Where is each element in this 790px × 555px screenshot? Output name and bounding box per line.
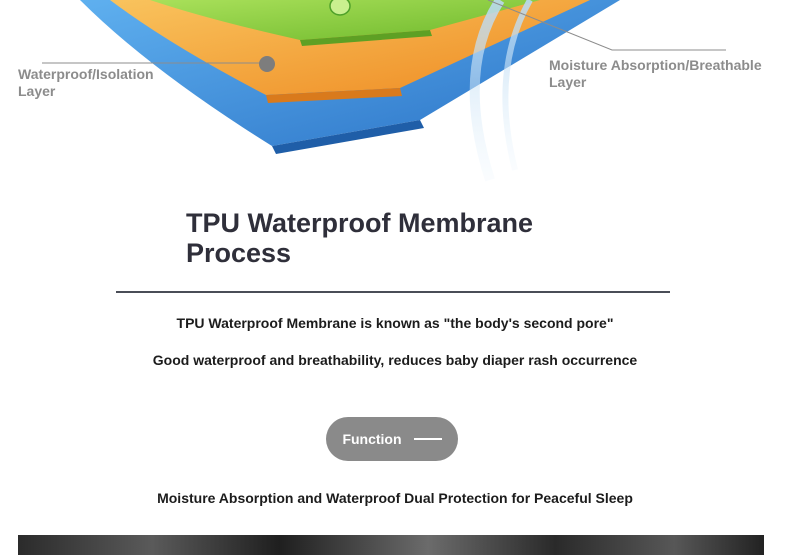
description-line-2: Good waterproof and breathability, reduc… xyxy=(152,352,638,368)
dash-icon xyxy=(413,438,442,440)
orange-layer xyxy=(110,0,590,95)
waterproof-layer-label: Waterproof/Isolation Layer xyxy=(18,66,154,99)
title-divider xyxy=(116,291,670,293)
description-line-1: TPU Waterproof Membrane is known as "the… xyxy=(176,315,614,331)
breathable-layer-label: Moisture Absorption/Breathable Layer xyxy=(549,57,762,90)
green-layer xyxy=(150,0,540,40)
product-photo xyxy=(18,535,764,555)
breathable-arc xyxy=(469,0,505,182)
water-droplet-icon xyxy=(329,0,351,16)
pointer-dot xyxy=(259,56,275,72)
layers-illustration xyxy=(42,0,726,182)
function-button-label: Function xyxy=(342,431,402,447)
tagline: Moisture Absorption and Waterproof Dual … xyxy=(157,490,633,506)
section-title: TPU Waterproof Membrane Process xyxy=(186,208,534,268)
function-button[interactable]: Function xyxy=(326,417,458,461)
